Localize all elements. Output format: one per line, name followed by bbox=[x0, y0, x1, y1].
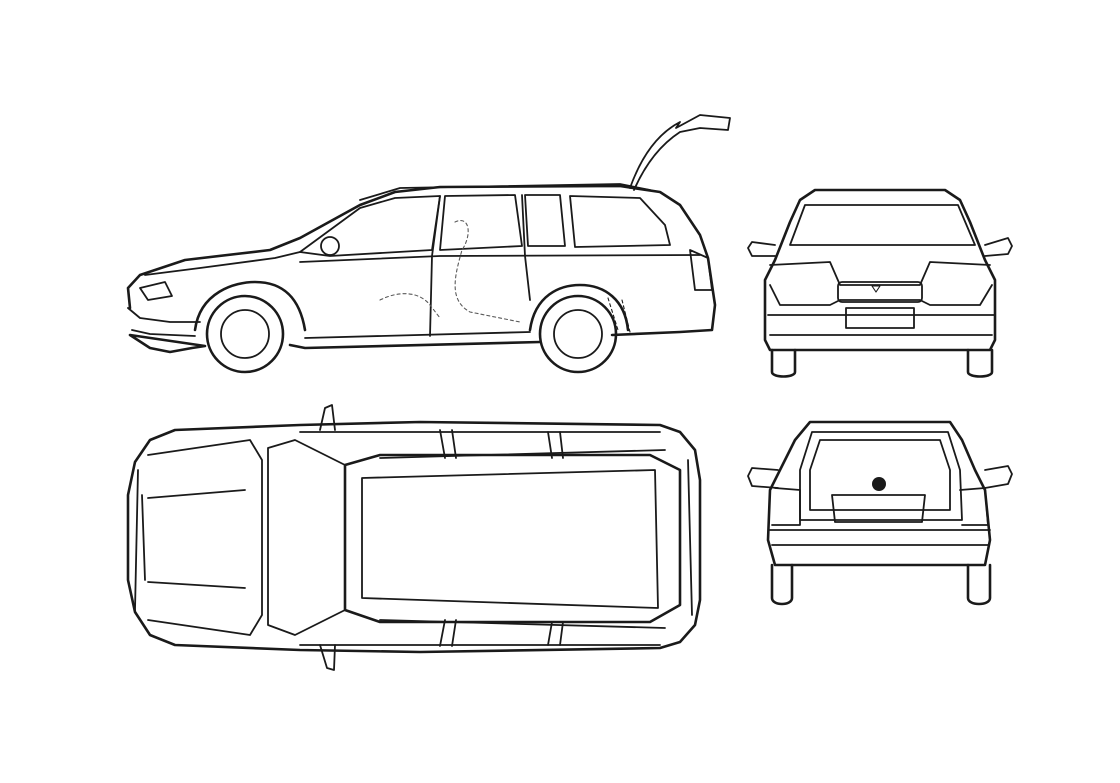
side-belt-line bbox=[299, 254, 701, 263]
side-front-door-window bbox=[439, 194, 523, 251]
top-pillar-b-right bbox=[439, 619, 457, 647]
top-roof-rail-left bbox=[379, 449, 666, 459]
rear-upper-number-plate bbox=[845, 307, 915, 329]
rear-upper-left-mirror bbox=[747, 241, 776, 257]
side-rear-bumper-hint bbox=[607, 297, 631, 333]
rear-lower-right-tyre bbox=[966, 563, 992, 606]
side-rear-wheel-arch bbox=[528, 283, 630, 332]
rear-upper-window bbox=[789, 204, 976, 246]
rear-lower-left-mirror bbox=[747, 467, 779, 489]
side-rear-wheel-hub bbox=[553, 309, 603, 359]
rear-upper-bumper bbox=[767, 314, 996, 336]
top-pillar-c-right bbox=[547, 621, 564, 646]
side-open-tailgate bbox=[629, 114, 731, 191]
rear-upper-badge bbox=[871, 285, 881, 293]
rear-lower-body bbox=[766, 420, 992, 567]
side-rear-lamp bbox=[689, 249, 713, 291]
side-front-door-cut bbox=[429, 195, 441, 337]
top-mirror-left bbox=[319, 404, 336, 431]
top-rear-edge bbox=[687, 459, 693, 616]
rear-view-upper bbox=[747, 188, 1013, 378]
rear-lower-window bbox=[799, 431, 963, 521]
rear-upper-body bbox=[763, 188, 997, 352]
side-view bbox=[126, 114, 731, 374]
side-rear-door-cut bbox=[521, 194, 531, 301]
rear-view-lower bbox=[747, 420, 1013, 606]
rear-lower-right-mirror bbox=[984, 465, 1013, 489]
side-front-bumper bbox=[127, 307, 201, 337]
top-mirror-right bbox=[319, 644, 336, 671]
side-rear-door-window bbox=[524, 194, 566, 247]
top-hood bbox=[147, 439, 263, 636]
top-hood-crease bbox=[147, 489, 246, 589]
top-roof-rail-right bbox=[379, 619, 666, 629]
rear-upper-left-tyre bbox=[770, 348, 797, 378]
side-mirror bbox=[320, 236, 340, 256]
rear-lower-left-lamp bbox=[771, 487, 801, 526]
side-sill-line bbox=[304, 331, 531, 339]
rear-upper-badge-plate bbox=[837, 281, 923, 303]
top-pillar-c-left bbox=[547, 431, 564, 459]
top-roof-inner bbox=[361, 469, 659, 609]
rear-lower-right-lamp bbox=[959, 487, 989, 526]
rear-lower-wiper-pivot bbox=[872, 477, 886, 491]
side-front-wheel bbox=[205, 294, 285, 374]
rear-upper-lamp-line bbox=[769, 261, 991, 286]
rear-lower-bumper bbox=[769, 529, 991, 546]
rear-upper-right-mirror bbox=[984, 237, 1013, 257]
side-rear-wheel bbox=[538, 294, 618, 374]
side-hood-line bbox=[144, 251, 301, 276]
top-roof bbox=[343, 453, 682, 624]
side-quarter-window bbox=[569, 195, 671, 248]
top-body-outline bbox=[126, 420, 702, 654]
rear-lower-left-tyre bbox=[770, 563, 794, 606]
top-windshield bbox=[267, 439, 346, 636]
side-front-wheel-hub bbox=[220, 309, 270, 359]
rear-lower-plate-recess bbox=[831, 494, 926, 523]
rear-upper-lamps bbox=[769, 284, 993, 306]
top-front-edge bbox=[134, 469, 146, 611]
side-headlight bbox=[139, 281, 173, 301]
rear-upper-right-tyre bbox=[966, 348, 994, 378]
top-view bbox=[126, 404, 702, 671]
rear-lower-window-inner bbox=[809, 439, 951, 511]
top-pillar-b-left bbox=[439, 429, 457, 459]
side-front-wheel-arch bbox=[193, 280, 307, 332]
side-seat-ghost bbox=[379, 220, 521, 323]
